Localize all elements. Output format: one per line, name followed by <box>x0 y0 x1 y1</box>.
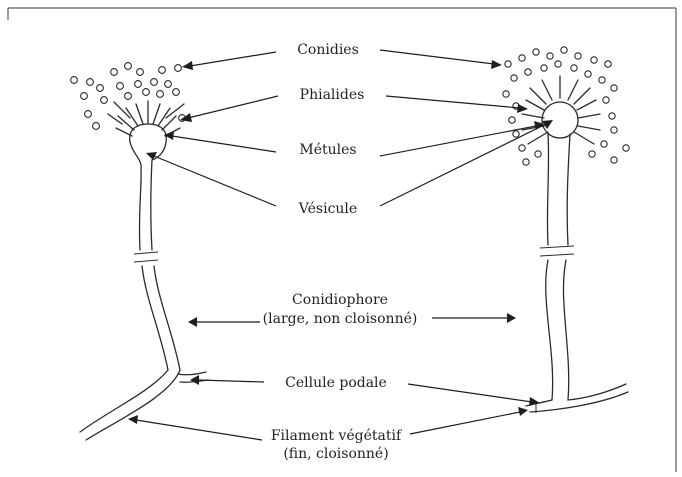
right-conidiophore-figure <box>503 47 629 413</box>
arrow-metules-left <box>172 136 276 152</box>
label-metules: Métules <box>299 142 356 158</box>
left-foot-cell-lower <box>86 370 180 440</box>
label-vesicule: Vésicule <box>298 201 357 217</box>
left-break-mark-bottom <box>134 260 158 262</box>
labels: Conidies Phialides Métules Vésicule Coni… <box>263 42 418 462</box>
right-break-mark-bottom <box>540 254 574 256</box>
label-filament-note: (fin, cloisonné) <box>283 446 388 462</box>
arrow-vesicule-right <box>380 124 546 206</box>
label-phialides: Phialides <box>300 87 365 103</box>
label-conidiophore: Conidiophore <box>292 292 388 308</box>
arrow-cellule-podale-left <box>198 380 264 382</box>
label-conidies: Conidies <box>297 42 359 58</box>
left-phialides <box>108 101 184 136</box>
left-lower-stalk-left <box>142 266 168 370</box>
label-filament: Filament végétatif <box>271 428 403 444</box>
right-stalk-right-edge <box>567 134 570 245</box>
arrow-conidies-right <box>380 50 494 64</box>
right-hypha-upper <box>568 384 626 400</box>
arrow-phialides-left <box>188 96 278 118</box>
arrow-conidies-left <box>190 52 276 66</box>
left-break-mark-top <box>134 252 158 254</box>
arrow-vesicule-left <box>154 156 276 206</box>
arrow-phialides-right <box>386 96 520 108</box>
left-conidia <box>71 63 186 130</box>
left-hypha-branch <box>178 372 206 375</box>
left-stalk-left-edge <box>130 142 141 250</box>
right-lower-stalk-right <box>563 260 568 400</box>
right-stalk-left-edge <box>547 134 548 245</box>
arrow-filament-left <box>136 420 262 440</box>
label-conidiophore-note: (large, non cloisonné) <box>263 311 418 327</box>
arrow-filament-right <box>410 412 520 434</box>
right-phialides <box>522 76 600 144</box>
right-lower-stalk-left <box>546 260 553 400</box>
arrow-cellule-podale-right <box>408 384 532 402</box>
label-cellule-podale: Cellule podale <box>285 375 387 391</box>
right-break-mark-top <box>540 246 574 248</box>
left-stalk-right-edge <box>151 160 152 250</box>
left-lower-stalk-right <box>154 266 180 370</box>
